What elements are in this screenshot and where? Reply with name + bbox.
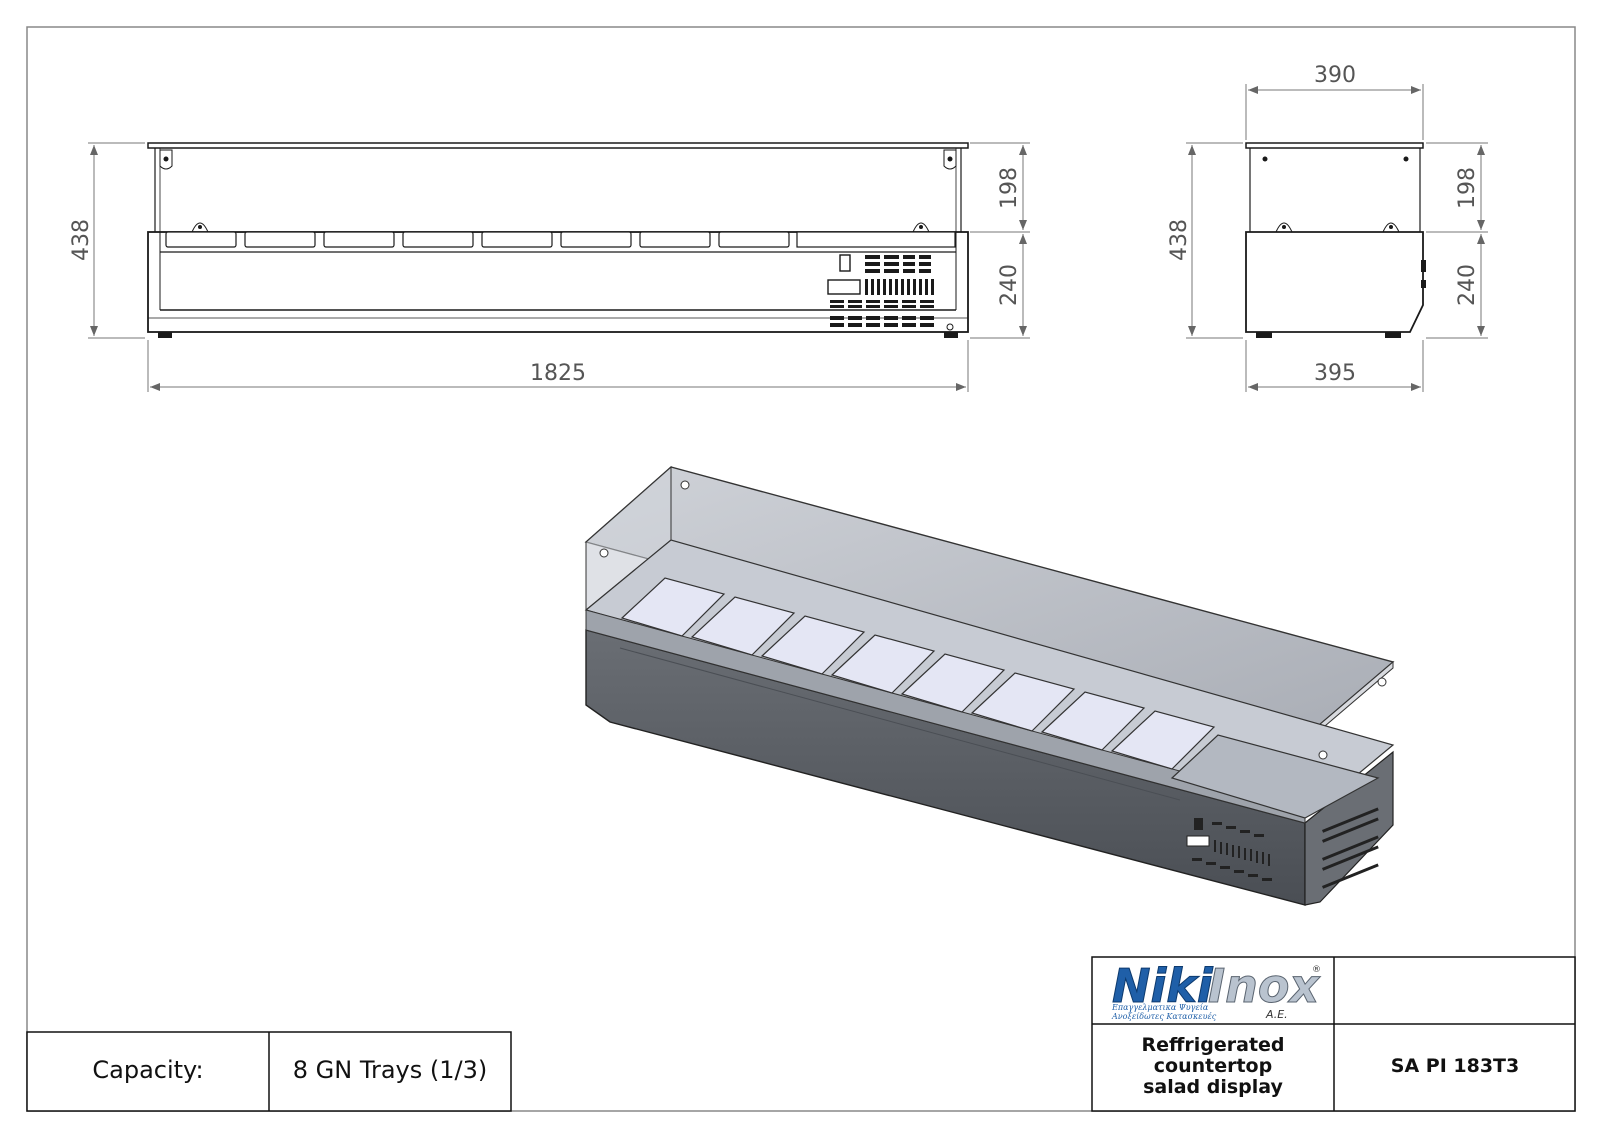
side-dimensions	[1186, 84, 1488, 392]
front-control-panel	[827, 254, 954, 331]
front-view: 438 198 240 1825	[69, 142, 1030, 392]
iso-trays	[620, 577, 1216, 770]
description-line-3: salad display	[1143, 1076, 1283, 1098]
front-overall-height-label: 438	[69, 219, 94, 261]
front-trays	[165, 231, 956, 248]
logo-registered: ®	[1312, 965, 1321, 975]
iso-control-panel	[1186, 818, 1272, 881]
front-body-height-label: 240	[997, 264, 1022, 306]
logo-brand-right: Inox	[1208, 959, 1320, 1013]
logo-tagline-2: Ανοξείδωτες Κατασκευές	[1111, 1012, 1217, 1021]
side-body-height-label: 240	[1455, 264, 1480, 306]
logo-tagline-1: Επαγγελματικα Ψυγεία	[1111, 1003, 1209, 1012]
capacity-value: 8 GN Trays (1/3)	[293, 1056, 487, 1084]
model-number: SA PI 183T3	[1391, 1055, 1519, 1077]
description-line-2: countertop	[1154, 1055, 1272, 1077]
side-top-depth-label: 390	[1314, 63, 1356, 88]
title-block: Niki Inox ® Επαγγελματικα Ψυγεία Ανοξείδ…	[1091, 956, 1576, 1112]
side-overall-height-label: 438	[1167, 219, 1192, 261]
sheet-border	[26, 26, 1576, 1112]
nikiinox-logo: Niki Inox ® Επαγγελματικα Ψυγεία Ανοξείδ…	[1111, 959, 1321, 1022]
front-length-label: 1825	[530, 361, 586, 386]
description-line-1: Reffrigerated	[1141, 1034, 1284, 1056]
logo-suffix: A.E.	[1265, 1008, 1288, 1021]
capacity-label: Capacity:	[92, 1056, 203, 1084]
front-glass-height-label: 198	[997, 167, 1022, 209]
front-glass-top	[147, 142, 969, 149]
side-bottom-depth-label: 395	[1314, 361, 1356, 386]
logo-brand-left: Niki	[1112, 959, 1214, 1013]
front-dimensions	[88, 142, 1030, 392]
side-view: 390 438 198 240 395	[1167, 63, 1488, 392]
capacity-box: Capacity: 8 GN Trays (1/3)	[26, 1031, 512, 1112]
isometric-view	[584, 465, 1395, 906]
side-glass-height-label: 198	[1455, 167, 1480, 209]
side-body	[1245, 231, 1424, 333]
